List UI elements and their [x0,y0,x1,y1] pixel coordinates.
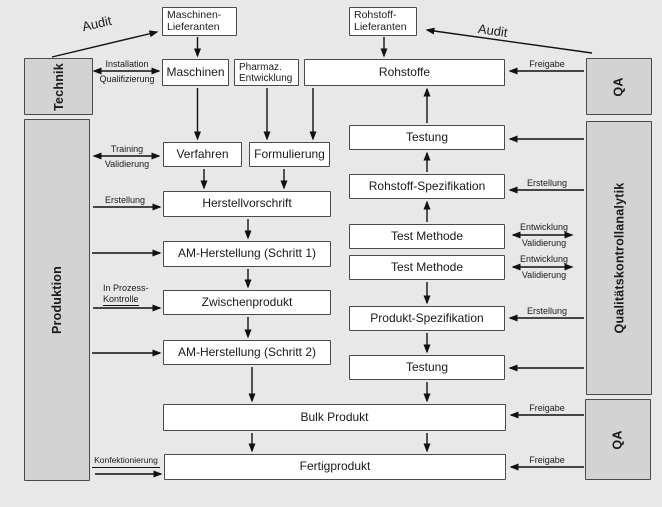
label-training: Training [110,144,144,154]
sidebar-qa-top: QA [586,58,652,115]
box-pharmaz-line2: Entwicklung [239,72,293,84]
box-maschinen-lieferanten-line1: Maschinen- [167,8,222,21]
label-erstellung-produktspez: Erstellung [526,306,568,316]
arrow-audit-links [51,30,159,58]
box-rohstoff-lieferanten-line2: Lieferanten [354,20,407,33]
sidebar-qualitaetskontrollanalytik: Qualitätskontrollanalytik [586,121,652,395]
sidebar-qa-top-label: QA [612,76,626,97]
label-freigabe-fertig: Freigabe [529,455,565,465]
box-testung-unten-label: Testung [405,359,449,374]
box-testung-unten: Testung [349,355,505,380]
box-maschinen-lieferanten: Maschinen- Lieferanten [162,7,237,36]
box-maschinen-label: Maschinen [166,64,225,79]
label-installation: Installation [105,59,149,69]
box-herstellvorschrift-label: Herstellvorschrift [202,196,292,211]
box-am-herstellung-2-label: AM-Herstellung (Schritt 2) [177,344,317,359]
box-am-herstellung-1-label: AM-Herstellung (Schritt 1) [177,246,317,261]
label-erstellung-rohstoffspez: Erstellung [526,178,568,188]
box-formulierung-label: Formulierung [254,146,325,161]
sidebar-qa-bottom-label: QA [611,429,625,450]
label-konfektionierung: Konfektionierung [92,455,160,468]
box-bulk-produkt-label: Bulk Produkt [300,409,369,424]
label-qualifizierung: Qualifizierung [99,74,155,84]
box-pharmaz-entwicklung: Pharmaz. Entwicklung [234,59,299,86]
box-rohstoff-lieferanten: Rohstoff- Lieferanten [349,7,417,36]
label-erstellung-links: Erstellung [104,195,146,205]
label-validierung: Validierung [104,159,150,169]
box-test-methode-2: Test Methode [349,255,505,280]
box-verfahren-label: Verfahren [176,146,229,161]
box-pharmaz-line1: Pharmaz. [239,61,282,73]
sidebar-technik: Technik [24,58,93,115]
label-entwicklung-tm2: Entwicklung [519,254,569,264]
box-test-methode-1-label: Test Methode [390,228,464,243]
box-produkt-spezifikation: Produkt-Spezifikation [349,306,505,331]
box-test-methode-2-label: Test Methode [390,259,464,274]
box-rohstoff-lieferanten-line1: Rohstoff- [354,8,397,21]
label-in-prozess-2: Kontrolle [103,294,139,307]
box-rohstoff-spezifikation-label: Rohstoff-Spezifikation [368,178,486,193]
box-zwischenprodukt: Zwischenprodukt [163,290,331,315]
box-fertigprodukt: Fertigprodukt [164,454,506,480]
label-entwicklung-tm1: Entwicklung [519,222,569,232]
box-am-herstellung-1: AM-Herstellung (Schritt 1) [163,241,331,267]
label-in-prozess-1: In Prozess- [103,283,149,293]
box-fertigprodukt-label: Fertigprodukt [299,459,371,474]
box-rohstoffe: Rohstoffe [304,59,505,86]
box-zwischenprodukt-label: Zwischenprodukt [201,294,293,309]
sidebar-qa-bottom: QA [585,399,651,480]
box-am-herstellung-2: AM-Herstellung (Schritt 2) [163,340,331,365]
sidebar-produktion: Produktion [24,119,90,481]
label-validierung-tm2: Validierung [521,270,567,280]
box-testung-oben-label: Testung [405,129,449,144]
box-formulierung: Formulierung [249,142,330,167]
box-produkt-spezifikation-label: Produkt-Spezifikation [370,310,484,325]
box-testung-oben: Testung [349,125,505,150]
box-rohstoffe-label: Rohstoffe [378,64,431,79]
box-rohstoff-spezifikation: Rohstoff-Spezifikation [349,174,505,199]
box-maschinen: Maschinen [162,59,229,86]
sidebar-qka-label: Qualitätskontrollanalytik [612,182,626,334]
sidebar-technik-label: Technik [51,62,66,111]
label-freigabe-bulk: Freigabe [529,403,565,413]
box-test-methode-1: Test Methode [349,224,505,249]
box-bulk-produkt: Bulk Produkt [163,404,506,431]
sidebar-produktion-label: Produktion [50,266,64,334]
label-freigabe-rohstoffe: Freigabe [529,59,565,69]
box-herstellvorschrift: Herstellvorschrift [163,191,331,217]
box-verfahren: Verfahren [163,142,242,167]
arrow-audit-rechts [425,27,593,54]
label-validierung-tm1: Validierung [521,238,567,248]
box-maschinen-lieferanten-line2: Lieferanten [167,20,220,33]
